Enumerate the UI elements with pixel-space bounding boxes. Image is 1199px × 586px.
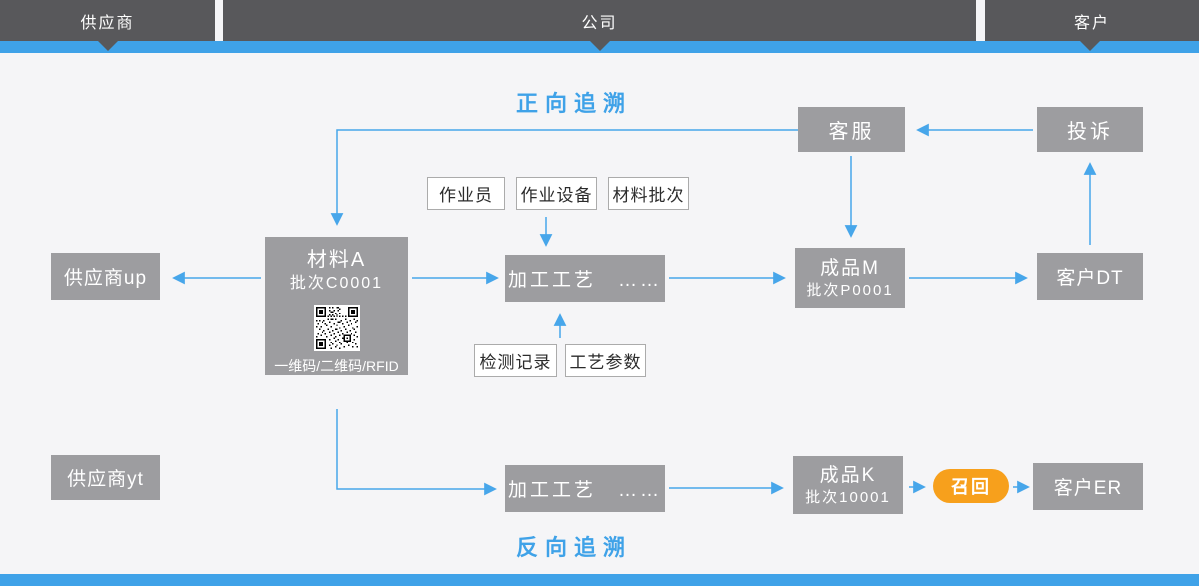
lane-customer-pointer-icon — [1079, 40, 1101, 51]
node-inspection-record: 检测记录 — [474, 344, 557, 377]
node-process-2-label: 加工工艺 …… — [507, 480, 662, 501]
node-material-a-title: 材料A — [306, 249, 367, 271]
bottom-accent-bar — [0, 574, 1199, 586]
node-recall-label: 召回 — [951, 477, 991, 497]
node-product-m: 成品M 批次P0001 — [795, 248, 905, 308]
node-material-a-batch: 批次C0001 — [289, 275, 384, 292]
node-operator-label: 作业员 — [439, 186, 493, 205]
lane-supplier: 供应商 — [0, 0, 215, 41]
node-inspection-record-label: 检测记录 — [479, 353, 552, 372]
node-product-m-batch: 批次P0001 — [806, 281, 894, 299]
forward-trace-title: 正向追溯 — [515, 91, 632, 116]
node-customer-service: 客服 — [798, 107, 905, 152]
node-material-batch-label: 材料批次 — [612, 186, 685, 205]
node-process-params: 工艺参数 — [565, 344, 646, 377]
node-customer-er-label: 客户ER — [1053, 478, 1123, 499]
qr-code-icon — [313, 305, 360, 351]
node-product-k-batch: 批次10001 — [805, 488, 891, 506]
lane-supplier-label: 供应商 — [80, 14, 135, 32]
node-supplier-yt: 供应商yt — [51, 455, 160, 500]
node-process-params-label: 工艺参数 — [569, 353, 642, 372]
lane-company-label: 公司 — [581, 14, 618, 32]
node-product-k-title: 成品K — [819, 464, 877, 486]
node-product-m-title: 成品M — [820, 257, 880, 279]
node-product-k: 成品K 批次10001 — [793, 456, 903, 514]
node-customer-service-label: 客服 — [828, 121, 875, 143]
node-material-batch: 材料批次 — [608, 177, 689, 210]
node-material-a-caption: 一维码/二维码/RFID — [274, 358, 399, 374]
node-supplier-yt-label: 供应商yt — [67, 469, 144, 490]
node-process-1-label: 加工工艺 …… — [507, 270, 662, 291]
lane-customer: 客户 — [985, 0, 1199, 41]
node-process-1: 加工工艺 …… — [505, 255, 665, 302]
lane-customer-label: 客户 — [1073, 14, 1110, 32]
node-complaint-label: 投诉 — [1067, 121, 1113, 143]
node-customer-dt: 客户DT — [1037, 253, 1143, 300]
lane-supplier-pointer-icon — [97, 40, 119, 51]
lane-company: 公司 — [223, 0, 976, 41]
node-equipment-label: 作业设备 — [520, 186, 593, 205]
node-equipment: 作业设备 — [516, 177, 597, 210]
node-recall-badge: 召回 — [933, 469, 1009, 503]
node-customer-dt-label: 客户DT — [1056, 268, 1124, 289]
node-operator: 作业员 — [427, 177, 505, 210]
node-process-2: 加工工艺 …… — [505, 465, 665, 512]
node-complaint: 投诉 — [1037, 107, 1143, 152]
node-supplier-up-label: 供应商up — [63, 268, 148, 289]
lane-company-pointer-icon — [589, 40, 611, 51]
backward-trace-title: 反向追溯 — [515, 535, 632, 560]
node-customer-er: 客户ER — [1033, 463, 1143, 510]
node-supplier-up: 供应商up — [51, 253, 160, 300]
node-material-a: 材料A 批次C0001 一维码/二维码/RFID — [265, 237, 408, 375]
